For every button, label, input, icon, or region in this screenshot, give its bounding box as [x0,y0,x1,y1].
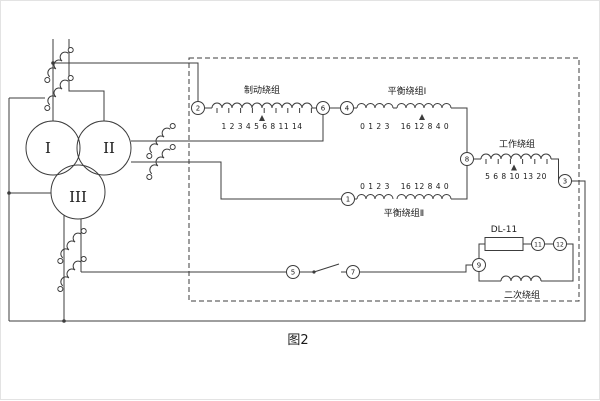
wire-bottom-feeds [63,215,287,321]
svg-text:11: 11 [534,241,542,248]
svg-text:4: 4 [345,105,350,113]
wire-balance2-row [131,161,468,200]
transformer-winding-1-circle [25,120,81,176]
svg-text:1: 1 [346,196,350,204]
ct-coil [149,127,171,154]
balance-winding-1-taps-left: 0 1 2 3 [360,122,390,131]
winding-1-numeral: I [45,139,51,157]
balance-winding-1-coil-right [396,103,452,109]
braking-winding-tap-numbers: 1 2 3 4 5 6 8 11 14 [221,122,302,131]
svg-text:6: 6 [321,105,326,113]
terminal-1: 1 [341,192,355,206]
terminal-8: 8 [460,152,474,166]
svg-text:5: 5 [291,269,295,277]
svg-text:3: 3 [563,178,567,186]
terminal-12: 12 [553,237,567,251]
terminal-7: 7 [346,265,360,279]
terminal-6: 6 [316,101,330,115]
braking-winding-coil [211,102,313,109]
ct-terminal [146,152,153,159]
ct-terminal [44,104,51,111]
svg-text:12: 12 [556,241,564,248]
wire-switch [299,263,347,273]
wire-top-feeds [52,39,199,121]
winding-2-numeral: II [103,139,115,157]
transformer: I II III [25,120,132,220]
ct-terminal [67,47,74,54]
junction-dot [7,191,11,195]
braking-winding-taps-ticks [216,108,312,113]
junction-dot [62,319,66,323]
svg-text:7: 7 [351,269,355,277]
ct-coil [47,51,69,78]
terminal-4: 4 [340,101,354,115]
terminals: 2 6 4 8 3 1 5 7 9 11 12 [191,101,572,279]
balance-winding-1-label: 平衡绕组Ⅰ [388,85,427,97]
balance-winding-1: 平衡绕组Ⅰ 16 12 8 4 0 0 1 2 3 [356,85,452,131]
svg-text:8: 8 [465,156,469,164]
transformer-winding-2-circle [76,120,132,176]
ct-terminal [146,173,153,180]
balance-winding-2-label: 平衡绕组Ⅱ [384,207,424,219]
svg-text:2: 2 [196,105,200,113]
ct-group-top [44,47,74,111]
working-winding-label: 工作绕组 [499,138,535,150]
working-winding-taps-ticks [485,159,548,164]
wire-working-row [473,158,559,181]
relay-panel-boundary [188,57,580,302]
balance-winding-2-taps-right: 16 12 8 4 0 [401,182,449,191]
secondary-winding-coil [500,275,542,282]
secondary-winding-label: 二次绕组 [504,289,540,301]
ct-group-bottom [57,228,87,292]
braking-winding-label: 制动绕组 [244,84,280,96]
terminal-5: 5 [286,265,300,279]
ct-terminal [57,285,64,292]
balance-winding-2-coil-left [356,194,394,200]
svg-text:9: 9 [477,262,481,270]
junction-dot [312,270,316,274]
relay-coil [484,237,524,251]
ct-coil [60,232,82,259]
ct-coil [149,148,171,175]
tap-arrow [259,115,265,121]
working-winding: 工作绕组 5 6 8 10 13 20 [480,138,552,181]
ct-terminal [169,144,176,151]
balance-winding-1-taps-right: 16 12 8 4 0 [401,122,449,131]
terminal-11: 11 [531,237,545,251]
relay-label: DL-11 [491,225,518,235]
wire-return-loop [9,180,586,322]
ct-terminal [80,228,87,235]
wire-left-bus [8,97,51,321]
winding-3-numeral: III [69,188,87,206]
ct-coil [60,260,82,287]
wire-relay-loop [359,243,574,282]
working-winding-coil [480,153,552,160]
figure-caption: 图2 [287,333,308,348]
terminal-9: 9 [472,258,486,272]
wire-main-row [204,107,468,153]
transformer-winding-3-circle [50,164,106,220]
ct-group-middle [146,123,176,180]
balance-winding-2-taps-left: 0 1 2 3 [360,182,390,191]
relay-dl11: DL-11 二次绕组 [484,225,542,301]
tap-arrow [511,164,517,171]
terminal-3: 3 [558,174,572,188]
wire-middle-ct-lead [131,114,324,142]
balance-winding-2: 0 1 2 3 16 12 8 4 0 平衡绕组Ⅱ [356,182,452,219]
ct-terminal [57,257,64,264]
balance-winding-1-coil-left [356,103,394,109]
braking-winding: 制动绕组 1 2 3 4 5 6 8 11 14 [211,84,313,131]
ct-terminal [67,75,74,82]
ct-terminal [44,76,51,83]
wiring [7,39,586,323]
tap-arrow [419,114,425,120]
ct-terminal [80,256,87,263]
ct-terminal [169,123,176,130]
balance-winding-2-coil-right [396,194,452,200]
terminal-2: 2 [191,101,205,115]
ct-coil [47,79,69,106]
working-winding-tap-numbers: 5 6 8 10 13 20 [485,172,547,181]
